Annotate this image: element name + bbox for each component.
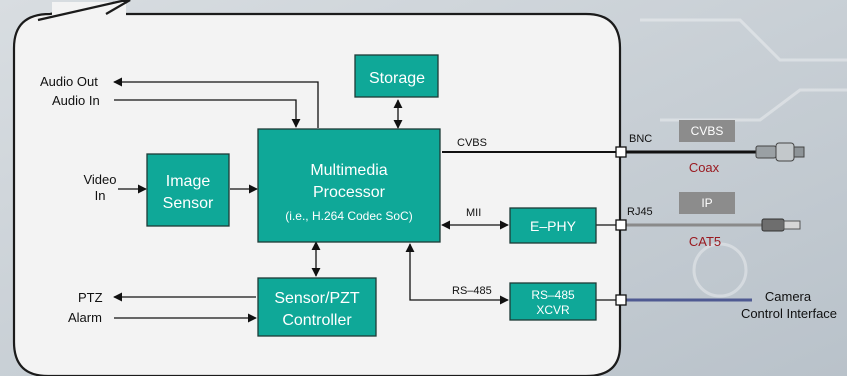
coax-label: Coax [689,160,720,175]
multimedia-label-2: Processor [313,184,386,201]
cvbs-line-label: CVBS [457,137,487,149]
multimedia-processor-block [257,128,441,243]
rs485-line-label: RS–485 [452,285,492,297]
mii-line-label: MII [466,207,481,219]
bnc-label: BNC [629,133,652,145]
sensor-ptz-label-2: Controller [282,312,352,329]
multimedia-label-1: Multimedia [310,162,387,179]
audio-in-label: Audio In [52,93,100,108]
ip-tag-label: IP [701,196,712,210]
rj45-port [615,219,627,231]
ephy-block [509,207,597,244]
audio-out-label: Audio Out [40,74,98,89]
callout-tail-right [105,0,131,15]
cvbs-tag-label: CVBS [691,124,724,138]
camera-ctrl-label-2: Control Interface [741,306,837,321]
alarm-label: Alarm [68,310,102,325]
storage-block [354,54,439,98]
video-in-label-2: In [95,188,106,203]
storage-label: Storage [369,70,425,87]
rj45-label: RJ45 [627,206,653,218]
rj45-connector-icon [761,218,801,232]
callout-tail-left [37,0,127,22]
ptz-label: PTZ [78,290,103,305]
video-in-label-1: Video [83,172,116,187]
cvbs-tag [679,120,735,142]
bnc-connector-icon [755,142,805,162]
rs485-xcvr-block [509,282,597,321]
connection-lines [113,77,616,323]
camera-ctrl-label-1: Camera [765,289,812,304]
rs485-link [405,243,509,305]
image-sensor-label-1: Image [166,173,211,190]
multimedia-label-3: (i.e., H.264 Codec SoC) [285,209,412,223]
sensor-ptz-label-1: Sensor/PZT [274,290,360,307]
ephy-label: E–PHY [530,218,577,234]
sensor-ptz-controller-block [257,277,377,337]
audio-in-line [114,99,301,128]
rs485-xcvr-label-1: RS–485 [531,288,575,302]
ip-tag [679,192,735,214]
image-sensor-block [146,153,230,227]
bnc-port [615,146,627,158]
rs485-xcvr-label-2: XCVR [536,303,570,317]
image-sensor-label-2: Sensor [163,195,214,212]
cat5-label: CAT5 [689,234,721,249]
audio-out-line [113,77,319,128]
rs485-port [615,294,627,306]
